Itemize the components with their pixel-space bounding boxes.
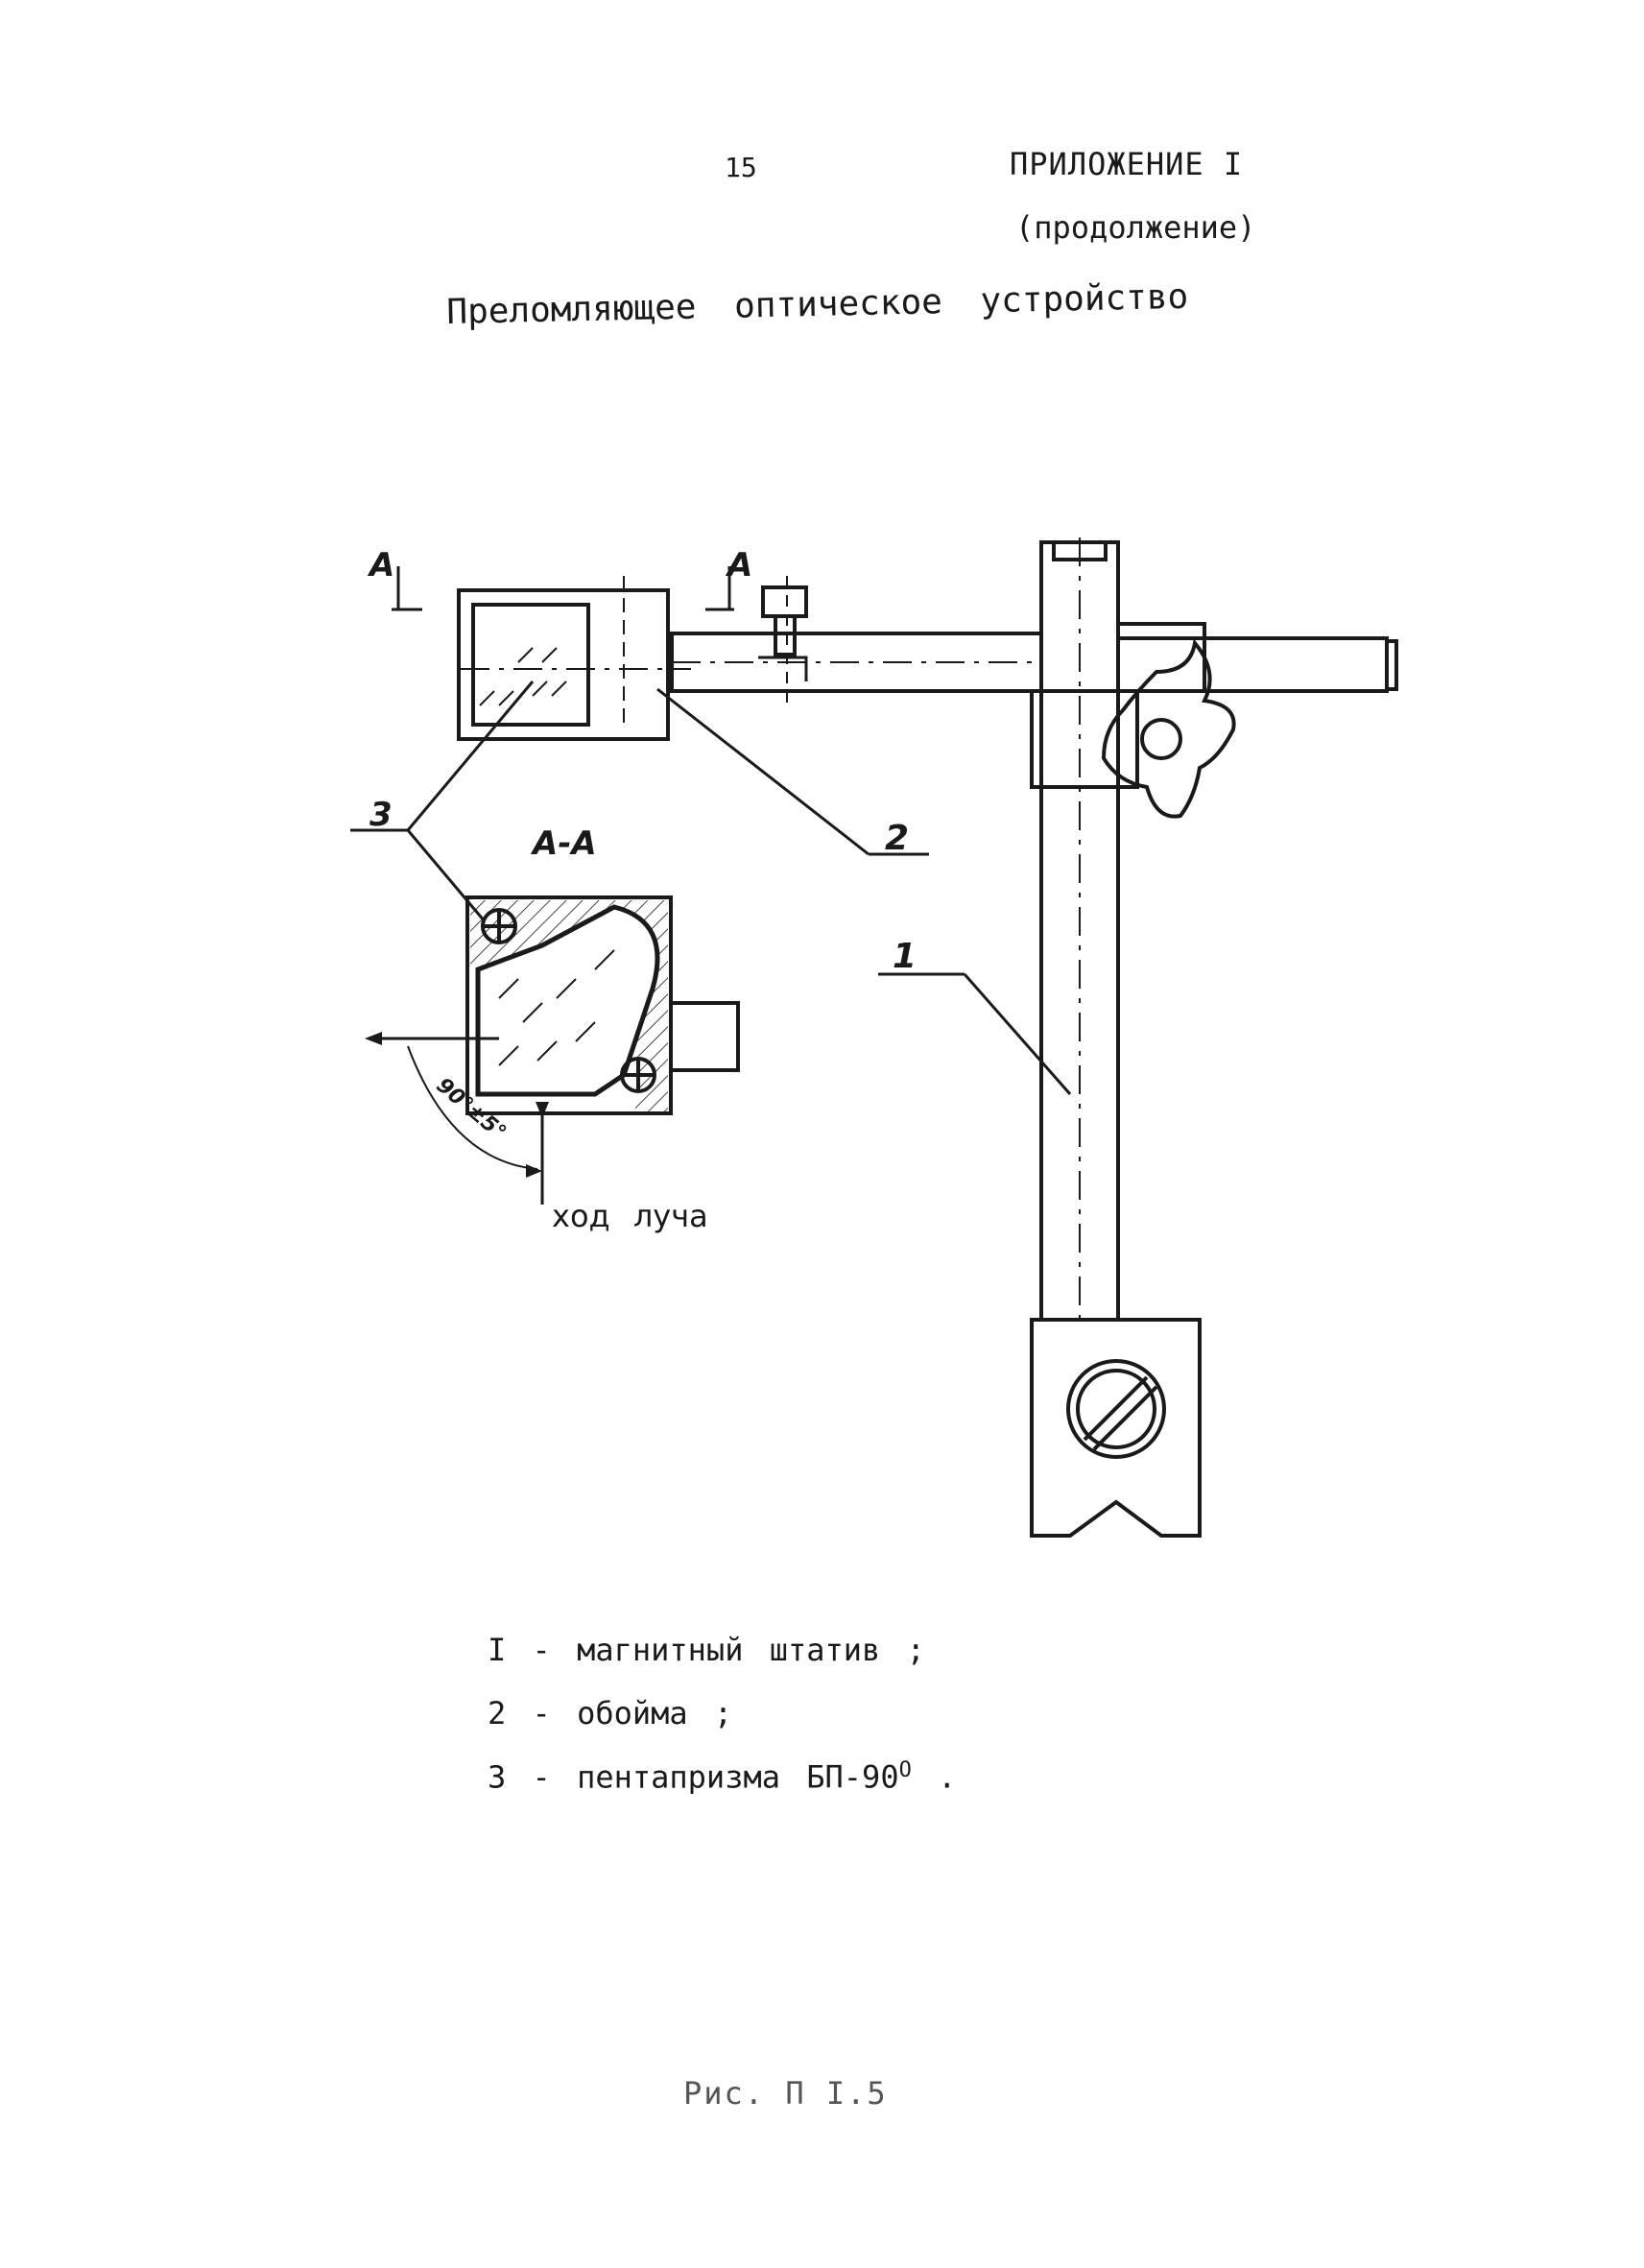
prism-holder [457, 576, 691, 741]
appendix-continuation: (продолжение) [1015, 209, 1256, 246]
section-markers [392, 566, 734, 611]
ray-label: ход луча [552, 1198, 708, 1234]
section-mark-right: A [725, 546, 752, 585]
legend-item: I - магнитный штатив ; [488, 1632, 925, 1668]
callout-stand: 1 [893, 937, 917, 976]
leader-lines [350, 680, 1072, 1095]
section-view [374, 895, 740, 1205]
horizontal-arm [670, 632, 1398, 693]
page-number: 15 [725, 152, 757, 183]
legend-item: 2 - обойма ; [488, 1695, 733, 1731]
appendix-title: ПРИЛОЖЕНИЕ I [1010, 146, 1244, 182]
figure-caption: Рис. П I.5 [683, 2075, 888, 2112]
stand-rod [1039, 537, 1120, 1325]
section-label: A-A [530, 824, 597, 863]
star-knob [1101, 638, 1236, 819]
legend-item: 3 - пентапризма БП-90O . [488, 1758, 957, 1796]
magnetic-base [1030, 1318, 1202, 1538]
callout-holder: 2 [885, 819, 909, 858]
section-mark-left: A [367, 546, 394, 585]
thumb-screw [758, 576, 808, 710]
callout-prism: 3 [369, 796, 393, 834]
